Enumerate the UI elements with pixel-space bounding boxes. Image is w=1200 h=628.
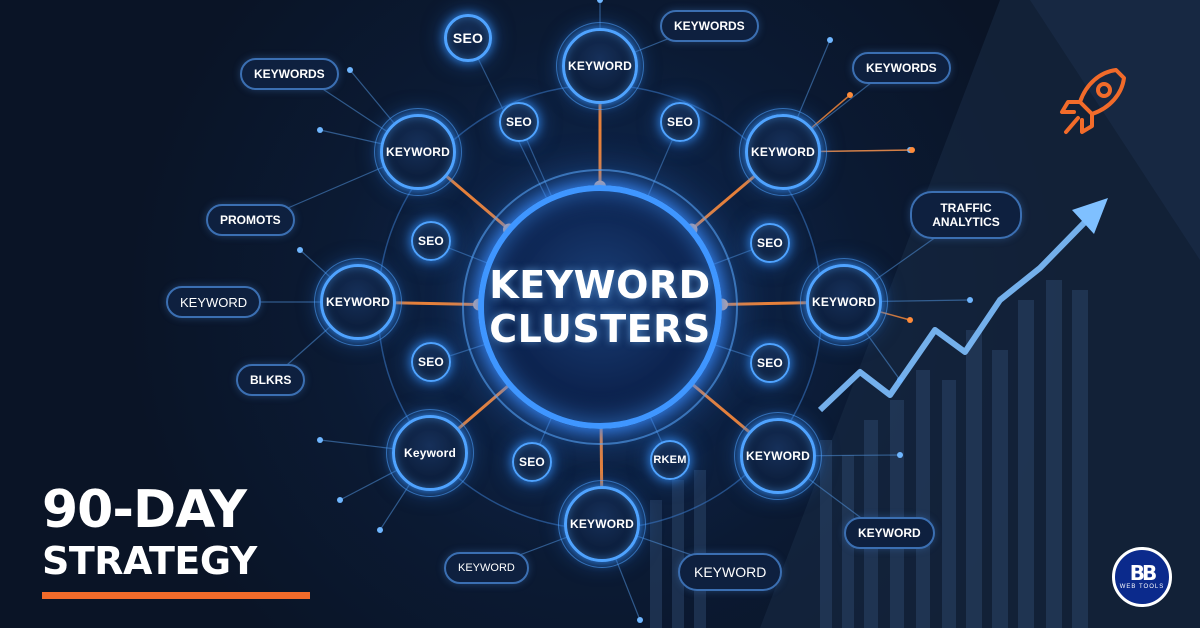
pill-traffic-analytics: TRAFFIC ANALYTICS [910,191,1022,239]
seo-node-inner-top-left: SEO [499,102,539,142]
spoke-end [297,247,303,253]
headline-line1: 90-DAY [42,480,247,540]
spoke-end [597,0,603,3]
rkem-node: RKEM [650,440,690,480]
seo-node-mid-right: SEO [750,223,790,263]
pill-keywords-top: KEYWORDS [660,10,759,42]
seo-node-inner-top-right: SEO [660,102,700,142]
pill-keyword-bottom-small: KEYWORD [444,552,529,584]
spoke-end [637,617,643,623]
keyword-node-right: KEYWORD [800,258,888,346]
accent-spoke-end [909,147,915,153]
pill-keywords-right: KEYWORDS [852,52,951,84]
accent-spoke-end [847,92,853,98]
center-title-line1: KEYWORD [489,263,711,307]
headline-underline [42,592,310,599]
keyword-node-top: KEYWORD [556,22,644,110]
brand-logo: BB WEB TOOLS [1112,547,1172,607]
pill-keyword-bottom-center: KEYWORD [678,553,783,591]
keyword-node-top-right: KEYWORD [739,108,827,196]
spoke-end [897,452,903,458]
keyword-node-bottom-left: Keyword [386,409,474,497]
keyword-node-bottom: KEYWORD [558,480,646,568]
seo-node-low-right: SEO [750,343,790,383]
pill-promots: PROMOTS [206,204,295,236]
accent-spoke-end [907,317,913,323]
pill-keywords-left: KEYWORDS [240,58,339,90]
spoke-end [317,127,323,133]
spoke-end [897,377,903,383]
center-title-line2: CLUSTERS [489,307,711,351]
seo-node-top: SEO [444,14,492,62]
pill-keyword-bottom-right: KEYWORD [844,517,935,549]
spoke-end [377,527,383,533]
headline-line2: STRATEGY [42,539,257,583]
logo-subtext: WEB TOOLS [1119,584,1165,590]
keyword-node-left: KEYWORD [314,258,402,346]
spoke-end [337,497,343,503]
rocket-icon [1060,68,1126,134]
headline: 90-DAY STRATEGY [42,482,257,584]
spoke-end [967,297,973,303]
seo-node-mid-left: SEO [411,221,451,261]
pill-blkrs: BLKRS [236,364,306,396]
keyword-clusters-hub: KEYWORD CLUSTERS [462,169,738,445]
keyword-node-top-left: KEYWORD [374,108,462,196]
pill-keyword-left: KEYWORD [166,286,262,318]
pill-traffic-line2: ANALYTICS [932,215,1000,229]
seo-node-low-left: SEO [411,342,451,382]
spoke-end [347,67,353,73]
seo-node-bottom: SEO [512,442,552,482]
keyword-node-bottom-right: KEYWORD [734,412,822,500]
pill-traffic-line1: TRAFFIC [940,201,992,215]
spoke-end [317,437,323,443]
spoke-end [827,37,833,43]
logo-mark: BB [1129,561,1157,585]
